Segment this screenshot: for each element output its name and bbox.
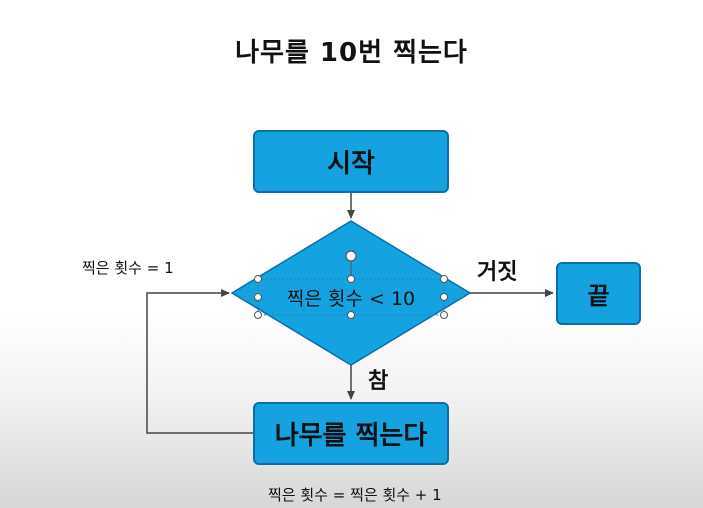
resize-handle-ml[interactable] bbox=[254, 293, 262, 301]
diagram-title: 나무를 10번 찍는다 bbox=[235, 38, 468, 68]
resize-handle-br[interactable] bbox=[440, 311, 448, 319]
end-node[interactable]: 끝 bbox=[556, 262, 641, 325]
start-node-label: 시작 bbox=[327, 149, 375, 179]
resize-handle-tl[interactable] bbox=[254, 275, 262, 283]
init-label: 찍은 횟수 = 1 bbox=[82, 259, 174, 277]
condition-label[interactable]: 찍은 횟수 < 10 bbox=[286, 287, 416, 310]
resize-handle-bl[interactable] bbox=[254, 311, 262, 319]
resize-handle-bm[interactable] bbox=[347, 311, 355, 319]
process-node[interactable]: 나무를 찍는다 bbox=[253, 402, 449, 465]
end-node-label: 끝 bbox=[587, 282, 610, 310]
false-branch-label: 거짓 bbox=[477, 260, 518, 285]
start-node[interactable]: 시작 bbox=[253, 130, 449, 193]
resize-handle-mr[interactable] bbox=[440, 293, 448, 301]
increment-label: 찍은 횟수 = 찍은 횟수 + 1 bbox=[268, 486, 442, 504]
resize-handle-tr[interactable] bbox=[440, 275, 448, 283]
process-node-label: 나무를 찍는다 bbox=[274, 421, 428, 451]
rotate-handle[interactable] bbox=[345, 250, 357, 262]
resize-handle-tm[interactable] bbox=[347, 275, 355, 283]
edge-loop-back bbox=[146, 289, 253, 434]
true-branch-label: 참 bbox=[368, 369, 389, 394]
